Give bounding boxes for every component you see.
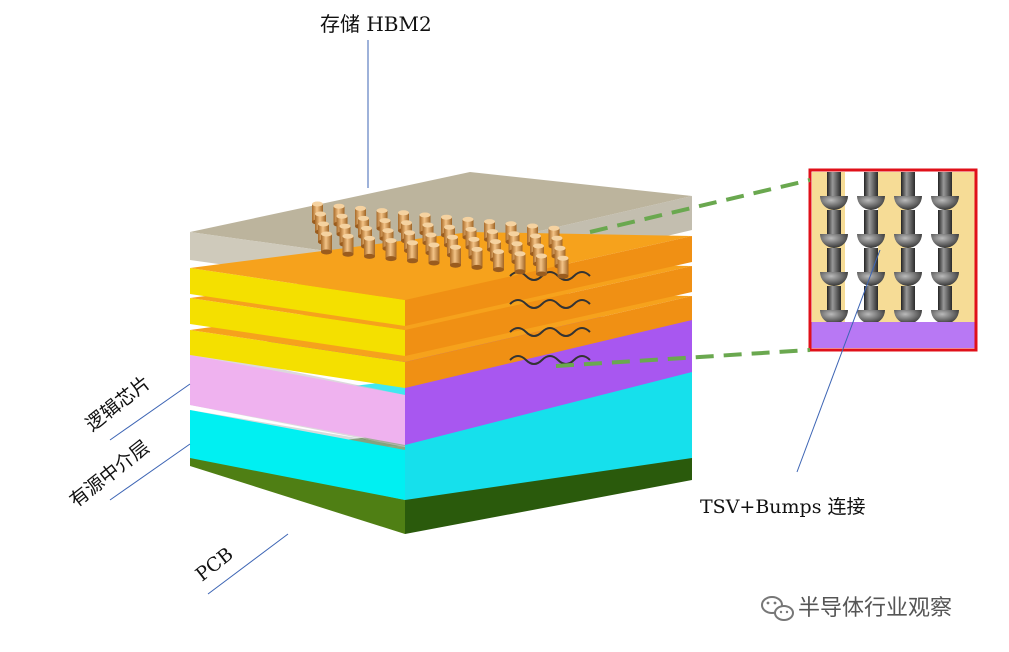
tsv-via: [864, 210, 878, 234]
copper-pillar: [342, 233, 354, 257]
tsv-via: [827, 248, 841, 272]
watermark: 半导体行业观察: [761, 596, 952, 621]
copper-pillar: [428, 242, 440, 266]
solder-bump: [820, 196, 848, 210]
solder-bump: [931, 310, 959, 324]
tsv-via: [901, 248, 915, 272]
interposer-front-face: [190, 410, 405, 500]
tsv-leader-line: [796, 249, 881, 473]
copper-pillar: [450, 244, 461, 268]
tsv-via: [938, 210, 952, 234]
tsv-zoom-pattern: [812, 172, 977, 324]
tsv-pillar-grid: [312, 201, 569, 279]
interposer-label: 有源中介层: [66, 436, 154, 512]
tsv-via: [901, 210, 915, 234]
tsv-zoom-inset: [808, 168, 978, 352]
solder-bump: [931, 272, 959, 286]
copper-pillar: [557, 255, 569, 279]
tsv-via: [827, 172, 841, 196]
hbm-die-2-side: [190, 298, 405, 356]
copper-pillar: [471, 246, 483, 270]
zoom-border: [808, 168, 978, 352]
solder-bump: [857, 234, 885, 248]
tsv-via: [827, 210, 841, 234]
copper-pillar: [407, 240, 418, 264]
tsv-via: [864, 286, 878, 310]
bump-wave-4: [509, 355, 591, 365]
solder-bump: [931, 234, 959, 248]
solder-bump: [820, 234, 848, 248]
hbm-die-1-side: [190, 268, 405, 326]
zoom-logic-strip: [810, 322, 976, 348]
copper-pillar: [536, 253, 547, 277]
solder-bump: [857, 310, 885, 324]
logic-front-face: [190, 355, 405, 445]
logic-chip-label: 逻辑芯片: [82, 372, 155, 436]
copper-pillar: [514, 251, 526, 275]
bump-wave-3: [509, 327, 591, 337]
solder-bump: [820, 310, 848, 324]
tsv-via: [901, 172, 915, 196]
solder-bump: [894, 310, 922, 324]
tsv-via: [938, 248, 952, 272]
interposer-leader-line: [109, 443, 191, 501]
wechat-icon: [761, 596, 794, 621]
copper-pillar: [493, 249, 504, 273]
solder-bump: [857, 272, 885, 286]
tsv-via: [901, 286, 915, 310]
tsv-via: [827, 286, 841, 310]
logic-leader-line: [109, 383, 191, 441]
solder-bump: [894, 272, 922, 286]
hbm2-stack: [190, 172, 692, 388]
tsv-via: [938, 172, 952, 196]
watermark-text: 半导体行业观察: [798, 596, 952, 621]
solder-bump: [857, 196, 885, 210]
bump-wave-2: [509, 299, 591, 309]
hbm2-label: 存储 HBM2: [320, 12, 432, 36]
pcb-label: PCB: [192, 543, 238, 586]
hbm-die-1-top: [190, 232, 692, 300]
zoom-callout-line-bottom: [555, 348, 811, 368]
copper-pillar: [321, 231, 332, 255]
pcb-leader-line: [207, 533, 289, 595]
zoom-callout-line-top: [589, 178, 811, 234]
copper-pillar: [385, 238, 397, 262]
copper-pillar: [364, 235, 375, 259]
hbm-shell-top: [190, 172, 692, 262]
solder-bump: [894, 234, 922, 248]
solder-bump: [931, 196, 959, 210]
tsv-bumps-label: TSV+Bumps 连接: [700, 496, 866, 518]
logic-right-face: [405, 318, 692, 445]
hbm-die-3-side: [190, 330, 405, 388]
solder-bump: [820, 272, 848, 286]
solder-bump: [894, 196, 922, 210]
bump-wave-1: [509, 271, 591, 281]
tsv-via: [938, 286, 952, 310]
tsv-via: [864, 172, 878, 196]
